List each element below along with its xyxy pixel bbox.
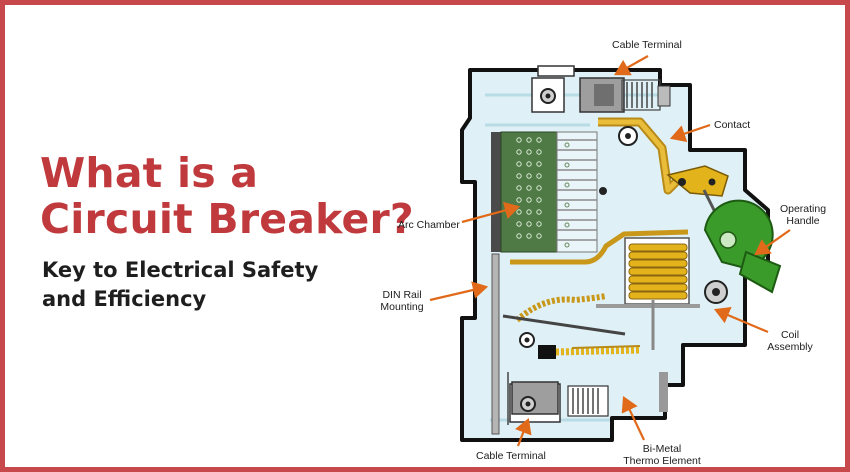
braided-wire — [515, 293, 607, 323]
arrow-din-rail — [429, 281, 489, 302]
page-subtitle: Key to Electrical Safety and Efficiency — [42, 258, 319, 311]
label-bimetal-line1: Bi-Metal — [643, 443, 682, 455]
label-coil-assembly-line1: Coil — [781, 329, 799, 341]
contact-busbar — [598, 117, 680, 195]
label-coil-assembly-line2: Assembly — [767, 341, 813, 353]
din-rail — [491, 253, 500, 435]
arrow-arc-chamber — [461, 201, 521, 224]
arrow-operating-handle — [754, 229, 791, 256]
arrow-bimetal — [621, 396, 645, 441]
label-din-rail-line1: DIN Rail — [382, 289, 421, 301]
arrow-cable-terminal-bottom — [515, 417, 532, 447]
trip-lever — [666, 165, 729, 215]
label-din-rail-line2: Mounting — [380, 301, 423, 313]
bottom-cable-terminal — [507, 372, 609, 425]
arc-chamber — [491, 131, 598, 253]
top-cable-terminal — [531, 65, 671, 113]
label-arc-chamber: Arc Chamber — [398, 219, 460, 231]
coil-conductor — [510, 229, 689, 265]
label-contact: Contact — [714, 119, 750, 131]
label-bimetal-line2: Thermo Element — [623, 455, 701, 467]
label-cable-terminal-bottom: Cable Terminal — [476, 450, 546, 462]
arrow-contact — [669, 123, 711, 143]
pivot-dot — [599, 187, 607, 195]
arrow-cable-terminal-top — [614, 55, 649, 76]
arrow-coil-assembly — [713, 307, 769, 334]
label-cable-terminal-top: Cable Terminal — [612, 39, 682, 51]
label-operating-handle-line2: Handle — [786, 215, 819, 227]
page-title: What is a Circuit Breaker? — [40, 149, 414, 243]
label-operating-handle-line1: Operating — [780, 203, 826, 215]
callout-arrows — [429, 55, 791, 447]
coil-assembly — [596, 237, 728, 308]
bimetal-element — [502, 300, 668, 412]
